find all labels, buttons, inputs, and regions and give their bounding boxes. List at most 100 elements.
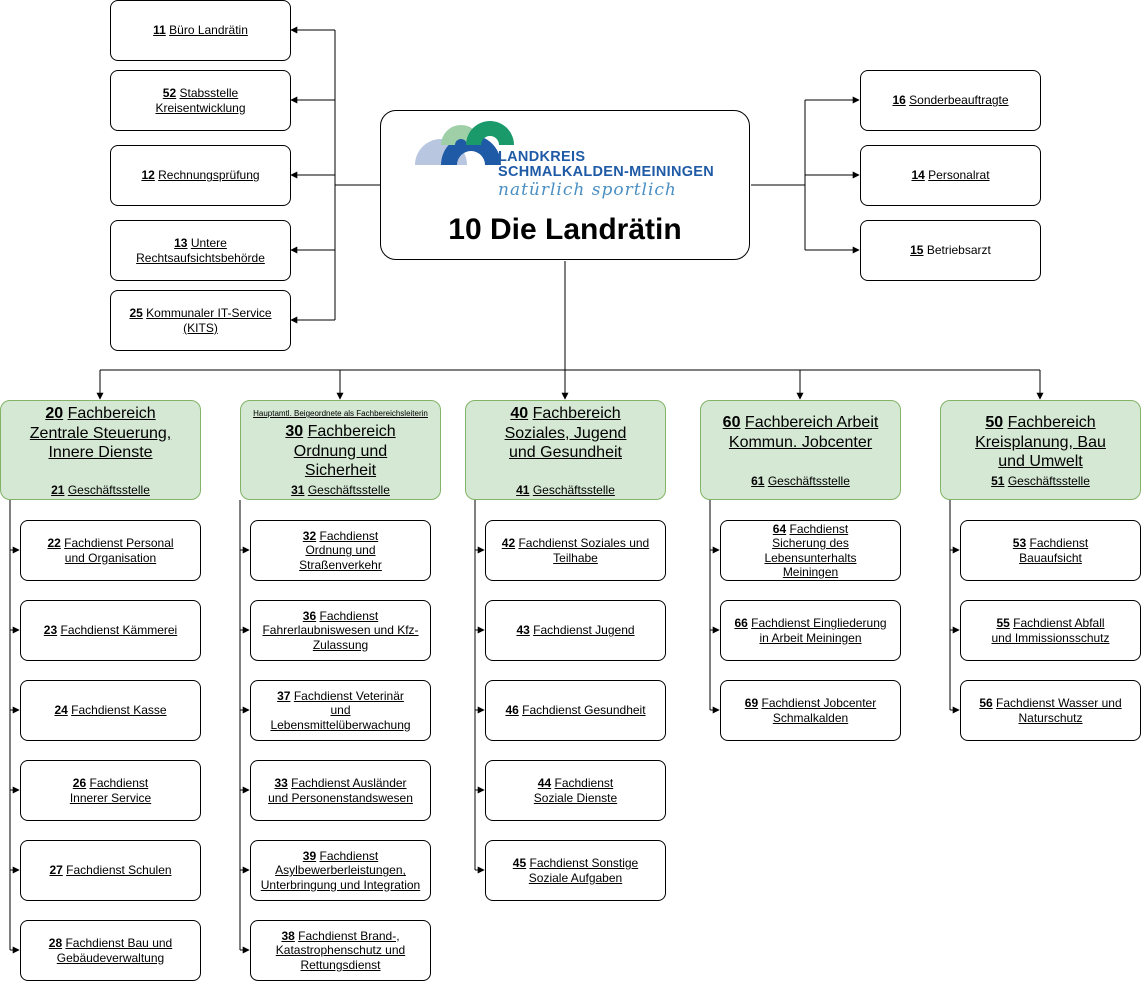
service-box: 26 Fachdienst Innerer Service <box>20 760 201 821</box>
dept-title: Fachbereich Ordnung und Sicherheit <box>293 423 396 479</box>
unit-number: 22 <box>47 536 61 550</box>
dept-number: 40 <box>510 405 529 422</box>
unit-number: 32 <box>302 528 317 543</box>
staff-box: 14 Personalrat <box>860 145 1041 206</box>
unit-number: 14 <box>911 168 925 183</box>
unit-label: Fachdienst Veterinär und Lebensmittelübe… <box>270 688 411 732</box>
office-label: Geschäftsstelle <box>532 483 615 497</box>
service-box: 66 Fachdienst Eingliederung in Arbeit Me… <box>720 600 901 661</box>
unit-label: Betriebsarzt <box>926 243 991 258</box>
service-box: 37 Fachdienst Veterinär und Lebensmittel… <box>250 680 431 741</box>
unit-label: Fachdienst Kämmerei <box>60 623 178 638</box>
service-box: 42 Fachdienst Soziales und Teilhabe <box>485 520 666 581</box>
unit-number: 44 <box>537 776 552 790</box>
unit-label: Fachdienst Soziale Dienste <box>533 776 618 805</box>
staff-box: 52 Stabsstelle Kreisentwicklung <box>110 70 291 131</box>
unit-number: 36 <box>302 608 317 623</box>
service-box: 43 Fachdienst Jugend <box>485 600 666 661</box>
staff-box: 16 Sonderbeauftragte <box>860 70 1041 131</box>
unit-number: 56 <box>979 696 993 710</box>
unit-label: Fachdienst Asylbewerberleistungen, Unter… <box>260 848 421 892</box>
service-box: 22 Fachdienst Personal und Organisation <box>20 520 201 581</box>
dept-title: Fachbereich Zentrale Steuerung, Innere D… <box>29 405 172 461</box>
unit-label: Fachdienst Wasser und Naturschutz <box>996 696 1122 725</box>
unit-label: Kommunaler IT-Service (KITS) <box>146 306 272 335</box>
unit-label: Fachdienst Gesundheit <box>522 703 646 718</box>
dept-title: Fachbereich Kreisplanung, Bau und Umwelt <box>975 414 1106 470</box>
unit-label: Fachdienst Abfall und Immissionsschutz <box>991 616 1110 645</box>
staff-box: 15 Betriebsarzt <box>860 220 1041 281</box>
unit-number: 55 <box>996 616 1010 630</box>
staff-box: 11 Büro Landrätin <box>110 0 291 61</box>
office-number: 51 <box>991 474 1005 488</box>
unit-label: Fachdienst Eingliederung in Arbeit Meini… <box>751 616 887 645</box>
unit-label: Fachdienst Fahrerlaubniswesen und Kfz-Zu… <box>262 608 419 652</box>
dept-note: Hauptamtl. Beigeordnete als Fachbereichs… <box>253 409 428 418</box>
unit-number: 38 <box>281 928 295 943</box>
staff-box: 12 Rechnungsprüfung <box>110 145 291 206</box>
unit-number: 16 <box>892 93 906 108</box>
unit-number: 28 <box>48 936 63 950</box>
office-label: Geschäftsstelle <box>307 483 390 497</box>
unit-number: 13 <box>174 236 188 250</box>
unit-label: Stabsstelle Kreisentwicklung <box>155 86 246 115</box>
service-box: 53 Fachdienst Bauaufsicht <box>960 520 1141 581</box>
department-box: 40 Fachbereich Soziales, Jugend und Gesu… <box>465 400 666 500</box>
unit-label: Fachdienst Kasse <box>71 703 167 718</box>
service-box: 38 Fachdienst Brand-, Katastrophenschutz… <box>250 920 431 981</box>
unit-label: Fachdienst Personal und Organisation <box>64 536 174 565</box>
office-label: Geschäftsstelle <box>1007 474 1090 488</box>
unit-label: Fachdienst Jobcenter Schmalkalden <box>761 696 877 725</box>
unit-label: Fachdienst Innerer Service <box>69 776 152 805</box>
service-box: 44 Fachdienst Soziale Dienste <box>485 760 666 821</box>
service-box: 45 Fachdienst Sonstige Soziale Aufgaben <box>485 840 666 901</box>
department-box: 50 Fachbereich Kreisplanung, Bau und Umw… <box>940 400 1141 500</box>
office-number: 61 <box>751 474 765 488</box>
unit-number: 64 <box>772 521 787 536</box>
unit-label: Fachdienst Ausländer und Personenstandsw… <box>268 776 413 805</box>
center-title: 10 Die Landrätin <box>448 213 682 246</box>
logo-tagline: natürlich sportlich <box>498 180 677 200</box>
office-label: Geschäftsstelle <box>767 474 850 488</box>
unit-number: 39 <box>302 848 317 863</box>
unit-number: 46 <box>505 703 519 718</box>
staff-box: 25 Kommunaler IT-Service (KITS) <box>110 290 291 351</box>
unit-number: 66 <box>734 616 748 630</box>
office-number: 41 <box>516 483 530 497</box>
staff-box: 13 Untere Rechtsaufsichtsbehörde <box>110 220 291 281</box>
office-number: 31 <box>291 483 305 497</box>
unit-label: Fachdienst Sonstige Soziale Aufgaben <box>528 856 639 885</box>
dept-title: Fachbereich Soziales, Jugend und Gesundh… <box>504 405 627 461</box>
service-box: 36 Fachdienst Fahrerlaubniswesen und Kfz… <box>250 600 431 661</box>
service-box: 64 Fachdienst Sicherung des Lebensunterh… <box>720 520 901 581</box>
dept-number: 60 <box>722 414 741 431</box>
service-box: 46 Fachdienst Gesundheit <box>485 680 666 741</box>
office-number: 21 <box>51 483 65 497</box>
unit-number: 69 <box>744 696 759 710</box>
unit-label: Fachdienst Sicherung des Lebensunterhalt… <box>764 521 857 580</box>
unit-label: Sonderbeauftragte <box>909 93 1009 108</box>
unit-number: 15 <box>910 243 924 258</box>
unit-label: Personalrat <box>928 168 990 183</box>
unit-number: 27 <box>49 863 63 878</box>
unit-number: 42 <box>501 536 516 550</box>
service-box: 39 Fachdienst Asylbewerberleistungen, Un… <box>250 840 431 901</box>
unit-number: 53 <box>1012 536 1027 550</box>
service-box: 56 Fachdienst Wasser und Naturschutz <box>960 680 1141 741</box>
service-box: 24 Fachdienst Kasse <box>20 680 201 741</box>
unit-number: 25 <box>129 306 143 320</box>
service-box: 32 Fachdienst Ordnung und Straßenverkehr <box>250 520 431 581</box>
unit-label: Fachdienst Schulen <box>66 863 172 878</box>
unit-number: 52 <box>162 86 177 100</box>
service-box: 23 Fachdienst Kämmerei <box>20 600 201 661</box>
service-box: 33 Fachdienst Ausländer und Personenstan… <box>250 760 431 821</box>
dept-number: 20 <box>45 405 64 422</box>
unit-number: 45 <box>512 856 527 870</box>
unit-number: 23 <box>43 623 58 638</box>
unit-label: Fachdienst Soziales und Teilhabe <box>518 536 650 565</box>
service-box: 69 Fachdienst Jobcenter Schmalkalden <box>720 680 901 741</box>
unit-number: 37 <box>277 688 291 703</box>
unit-number: 12 <box>141 168 155 183</box>
unit-label: Fachdienst Brand-, Katastrophenschutz un… <box>275 928 406 972</box>
